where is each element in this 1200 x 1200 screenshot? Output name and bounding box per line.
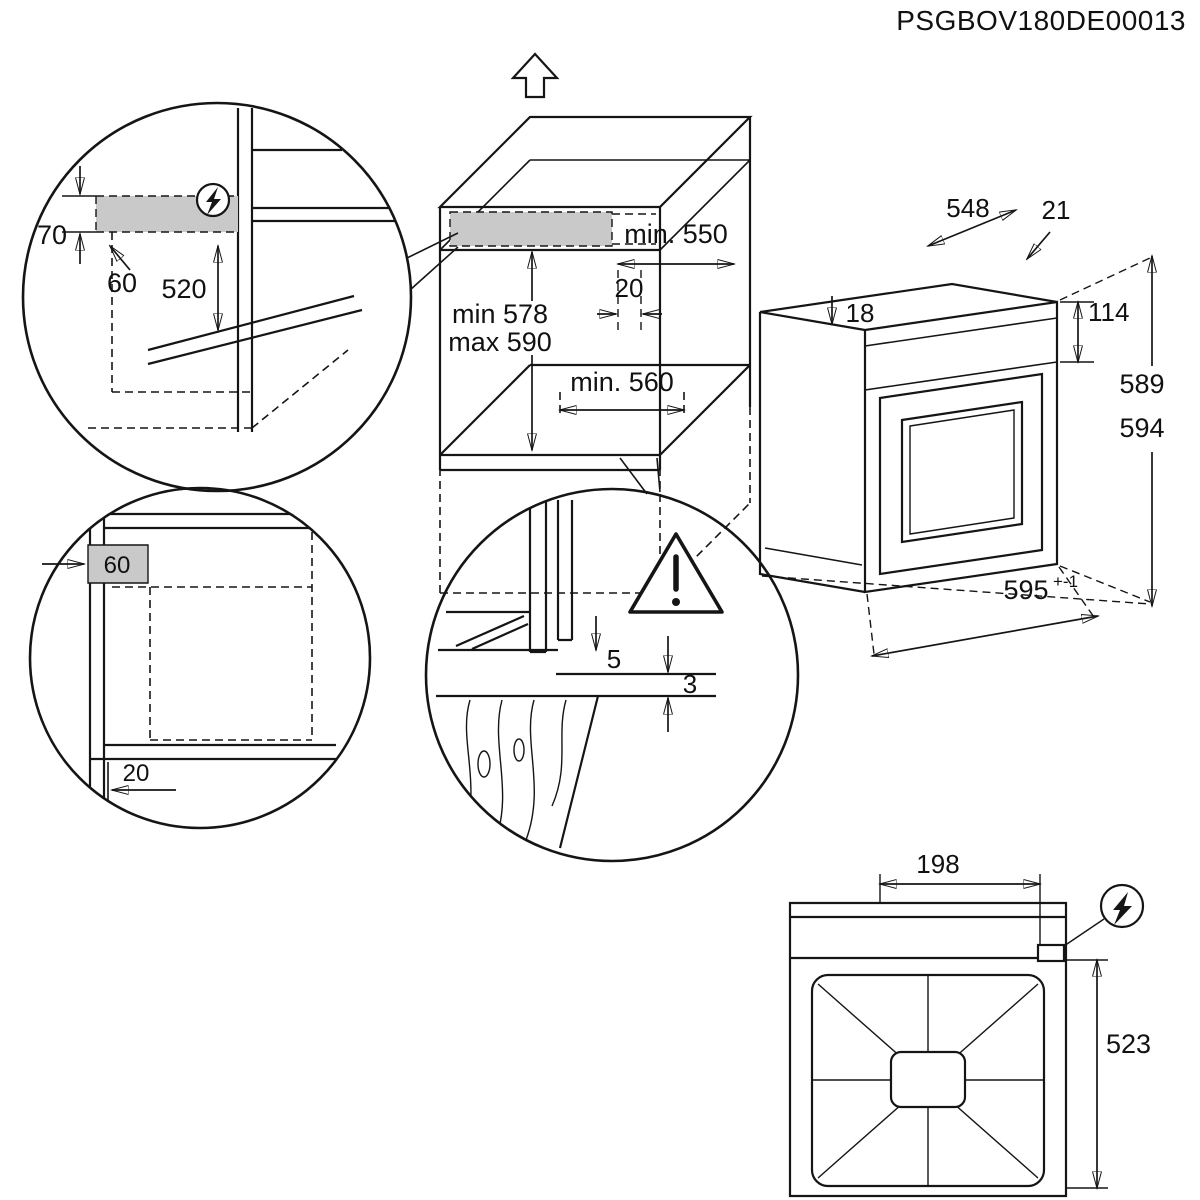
plan-detail-view: 60 20 (28, 486, 372, 830)
dim-top-inset: 18 (832, 296, 874, 328)
step-structure (438, 610, 558, 652)
dim-lower-gap: 3 (668, 636, 697, 732)
cabinet-outline (437, 115, 753, 455)
oven-door (878, 372, 1044, 576)
cabinet-walls (88, 505, 336, 808)
corner-cutout-outline (87, 544, 149, 584)
dim-upper-gap: 5 (596, 616, 621, 674)
niche-height-min-label: min 578 (452, 299, 548, 329)
dim-line (928, 210, 1016, 246)
corner-cutout-label: 60 (104, 552, 131, 579)
dim-recess-height: 70 (37, 166, 96, 264)
up-arrow-icon (510, 52, 560, 99)
electrical-symbol (195, 182, 231, 218)
front-protrusion-label: 21 (1042, 195, 1071, 225)
document-code: PSGBOV180DE00013 (896, 5, 1186, 36)
dim-niche-height: min 578 max 590 (448, 252, 552, 450)
panel-height-label: 114 (1088, 297, 1129, 327)
exclamation-dot (672, 598, 680, 606)
lower-gap-label: 3 (683, 669, 697, 699)
dim-oven-height: 589 594 (1106, 256, 1180, 606)
ref-lines (617, 270, 642, 332)
oven-body (758, 282, 1059, 594)
dim-distance-520: 520 (161, 246, 218, 330)
detail-circle-outline (424, 487, 800, 863)
plinth-line (764, 547, 863, 566)
wood-knot (477, 750, 491, 778)
dim-topview-depth: 523 (1066, 960, 1151, 1188)
detail-circle-outline (28, 486, 372, 830)
oven-width-label: 595 (1003, 575, 1048, 605)
oven-width-tolerance: +-1 (1053, 572, 1078, 591)
dim-recess-depth: 60 (107, 246, 137, 298)
worktop-edge (558, 695, 600, 849)
gap-detail-view: 5 3 (424, 487, 800, 863)
dim-niche-depth: min. 560 (560, 367, 684, 410)
topview-depth-label: 523 (1106, 1029, 1151, 1059)
dim-oven-depth: 548 (928, 193, 1016, 246)
electrical-area-outline (449, 211, 656, 247)
niche-shelf (438, 363, 751, 472)
niche-height-max-label: max 590 (448, 327, 552, 357)
door-window-inner (909, 409, 1015, 535)
dim-corner-cutout: 60 (42, 552, 130, 579)
cabinet-niche-drawing: min. 550 20 min 578 max 590 min. 560 (406, 52, 753, 594)
oven-depth-label: 548 (946, 193, 989, 223)
dim-connection-offset: 198 (880, 849, 1040, 944)
label-mask (1106, 366, 1180, 452)
dim-line (872, 616, 1098, 656)
recess-depth-label: 60 (107, 268, 137, 298)
panel-sections (528, 500, 574, 654)
wood-grain (463, 699, 567, 843)
gap-detail-content (436, 500, 716, 849)
rear-gap-label: 20 (615, 273, 644, 303)
niche-depth-label: min. 560 (570, 367, 674, 397)
top-view-drawing: 198 523 (788, 849, 1151, 1198)
height-total-label: 594 (1119, 413, 1164, 443)
plan-detail-content (87, 505, 336, 808)
dim-niche-width: min. 550 (618, 219, 734, 264)
dim-front-gap: 20 (107, 760, 176, 802)
ref-ticks (62, 195, 96, 233)
hidden-edges (439, 392, 751, 594)
warning-triangle-icon (628, 532, 724, 614)
lightning-bolt-icon (206, 187, 221, 215)
control-panel-lines (864, 317, 1058, 391)
cabinet-edge-lines (236, 108, 404, 432)
base-center-plate (889, 1050, 967, 1109)
niche-width-label: min. 550 (624, 219, 728, 249)
corner-cutout-highlight (88, 545, 148, 583)
callout-to-corner-detail (406, 232, 459, 291)
front-gap-label: 20 (123, 760, 150, 787)
dim-rear-gap: 20 (597, 270, 662, 332)
wood-knot (513, 738, 525, 762)
ref-lines (1066, 959, 1108, 1189)
electrical-symbol (1063, 883, 1145, 947)
distance-label: 520 (161, 274, 206, 304)
dim-oven-width: 595 +-1 (872, 572, 1098, 656)
callout-to-gap-detail (619, 457, 661, 495)
detail-circle-outline (21, 101, 413, 493)
terminal-box (1036, 943, 1066, 963)
oven-drawing: 548 21 18 114 589 594 595 +-1 (758, 193, 1180, 656)
hidden-lines (88, 232, 349, 429)
recess-height-label: 70 (37, 220, 67, 250)
connection-offset-label: 198 (916, 849, 959, 879)
lightning-bolt-icon (1113, 892, 1132, 925)
gap-lines (436, 672, 716, 698)
dim-panel-height: 114 (1060, 297, 1129, 362)
top-inset-label: 18 (846, 298, 875, 328)
shelf-lines (147, 294, 363, 366)
height-front-label: 589 (1119, 369, 1164, 399)
corner-detail-view: 70 60 520 (21, 101, 413, 493)
arrow (110, 246, 131, 271)
leader-line (1063, 918, 1105, 947)
upper-gap-label: 5 (607, 644, 621, 674)
arrow (1027, 231, 1051, 259)
casing-outline (788, 901, 1068, 1198)
electrical-area-highlight (450, 212, 612, 246)
dim-front-protrusion: 21 (1027, 195, 1070, 259)
label-mask (452, 301, 549, 355)
